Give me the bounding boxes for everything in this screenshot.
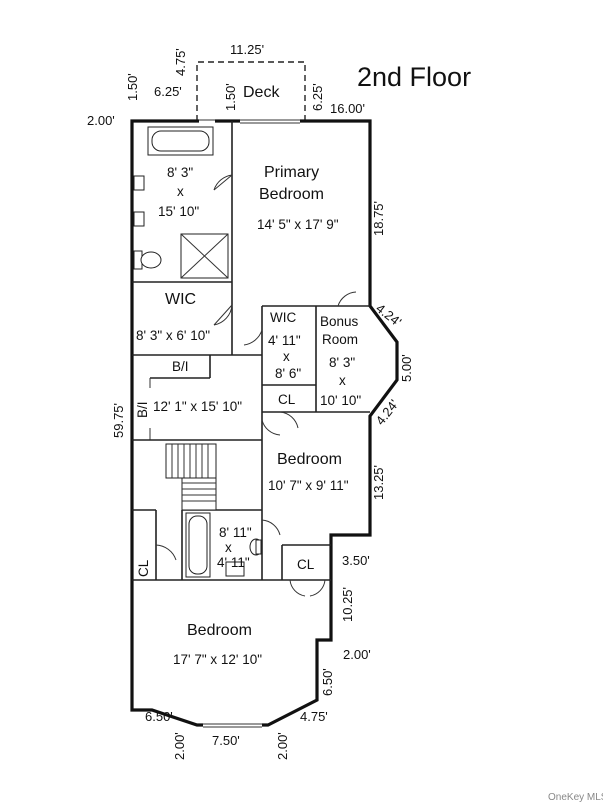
bonus-room-height: 10' 10" xyxy=(320,393,361,408)
primary-bedroom-label-2: Bedroom xyxy=(259,186,324,203)
dim-2-00-bl: 2.00' xyxy=(172,732,187,760)
dim-2-00-br: 2.00' xyxy=(275,732,290,760)
bedroom2-size: 10' 7" x 9' 11" xyxy=(268,478,349,493)
cl2-label: CL xyxy=(136,559,151,577)
primary-bath-width: 8' 3" xyxy=(167,165,193,180)
exterior-dimensions: 4.75' 11.25' 1.50' 6.25' 1.50' 6.25' 16.… xyxy=(87,42,414,760)
bedroom3-label: Bedroom xyxy=(187,622,252,639)
dim-13-25: 13.25' xyxy=(371,465,386,500)
dim-6-25-left: 6.25' xyxy=(154,84,182,99)
wic2-height: 8' 6" xyxy=(275,366,301,381)
wic1-size: 8' 3" x 6' 10" xyxy=(136,328,210,343)
dim-5-00: 5.00' xyxy=(399,354,414,382)
wic2-label: WIC xyxy=(270,310,296,325)
primary-bath-fixtures xyxy=(133,126,229,279)
bath2-fixtures xyxy=(185,512,263,578)
primary-bath-x: x xyxy=(177,184,184,199)
credit-watermark: OneKey MLS xyxy=(548,792,603,803)
dim-10-25: 10.25' xyxy=(340,587,355,622)
dim-6-50-bottom: 6.50' xyxy=(145,709,173,724)
bedroom3-size: 17' 7" x 12' 10" xyxy=(173,652,262,667)
bath2-width: 8' 11" xyxy=(219,525,252,540)
primary-bedroom-size: 14' 5" x 17' 9" xyxy=(257,217,339,232)
cl3-label: CL xyxy=(297,557,315,572)
wic2-x: x xyxy=(283,349,290,364)
bonus-room-x: x xyxy=(339,373,346,388)
door-swings xyxy=(155,174,357,597)
deck-label: Deck xyxy=(243,84,280,101)
dim-4-24-top: 4.24' xyxy=(373,301,404,330)
bi-side-label: B/I xyxy=(135,401,150,418)
deck-outline xyxy=(196,61,306,121)
bath2-height: 4' 11" xyxy=(217,555,250,570)
floor-title: 2nd Floor xyxy=(357,62,471,92)
dim-1-50-left: 1.50' xyxy=(125,73,140,101)
primary-bedroom-label: Primary xyxy=(264,164,319,181)
dim-7-50: 7.50' xyxy=(212,733,240,748)
bedroom2-label: Bedroom xyxy=(277,451,342,468)
primary-bath-height: 15' 10" xyxy=(158,204,199,219)
dim-1-50-deck: 1.50' xyxy=(223,83,238,111)
bi-top-label: B/I xyxy=(172,359,189,374)
hall-size: 12' 1" x 15' 10" xyxy=(153,399,242,414)
dim-18-75: 18.75' xyxy=(371,201,386,236)
dim-16-00: 16.00' xyxy=(330,101,365,116)
dim-4-75-bottom: 4.75' xyxy=(300,709,328,724)
stairs xyxy=(165,443,217,511)
exterior-wall xyxy=(130,119,399,727)
wic2-width: 4' 11" xyxy=(268,333,301,348)
bonus-room-label-2: Room xyxy=(322,332,358,347)
dim-6-50-right: 6.50' xyxy=(320,668,335,696)
wic1-label: WIC xyxy=(165,291,196,308)
room-labels: Primary Bedroom 14' 5" x 17' 9" 8' 3" x … xyxy=(135,84,361,667)
cl1-label: CL xyxy=(278,392,296,407)
dim-59-75: 59.75' xyxy=(111,403,126,438)
bonus-room-label: Bonus xyxy=(320,314,359,329)
dim-2-00-left: 2.00' xyxy=(87,113,115,128)
dim-6-25-right: 6.25' xyxy=(310,83,325,111)
interior-walls xyxy=(132,121,370,581)
dim-3-50: 3.50' xyxy=(342,553,370,568)
bath2-x: x xyxy=(225,540,232,555)
bonus-room-width: 8' 3" xyxy=(329,355,355,370)
dim-11-25: 11.25' xyxy=(230,42,264,57)
dim-2-00-right: 2.00' xyxy=(343,647,371,662)
dim-4-24-bottom: 4.24' xyxy=(373,397,402,428)
dim-4-75-top: 4.75' xyxy=(173,48,188,76)
